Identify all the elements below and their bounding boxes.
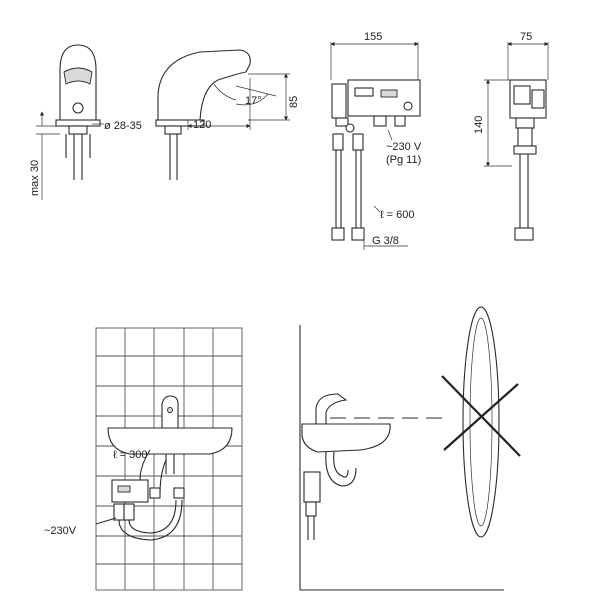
spout-angle-label: 17° <box>245 95 262 107</box>
control-box-side-view <box>484 41 549 241</box>
control-box-front-view <box>330 41 421 250</box>
mount-max-label: max 30 <box>29 160 41 196</box>
cable-length-label: ℓ = 300 <box>113 449 147 461</box>
box-height-label: 140 <box>473 116 485 134</box>
cable-gland-label: (Pg 11) <box>386 154 421 166</box>
box-width-label: 155 <box>364 31 382 43</box>
thread-label: G 3/8 <box>372 235 399 247</box>
installation-front-view <box>95 327 243 591</box>
spout-reach-label: 120 <box>193 119 211 131</box>
installation-side-view <box>299 306 521 591</box>
tap-height-label: 85 <box>288 96 300 108</box>
power-supply-label: ~230 V <box>386 141 422 153</box>
hole-diameter-label: ø 28-35 <box>104 120 142 132</box>
box-depth-label: 75 <box>520 31 532 43</box>
install-power-label: ~230V <box>44 525 77 537</box>
faucet-front-view <box>36 44 101 200</box>
hose-length-label: ℓ = 600 <box>380 209 414 221</box>
faucet-side-view <box>155 49 290 180</box>
